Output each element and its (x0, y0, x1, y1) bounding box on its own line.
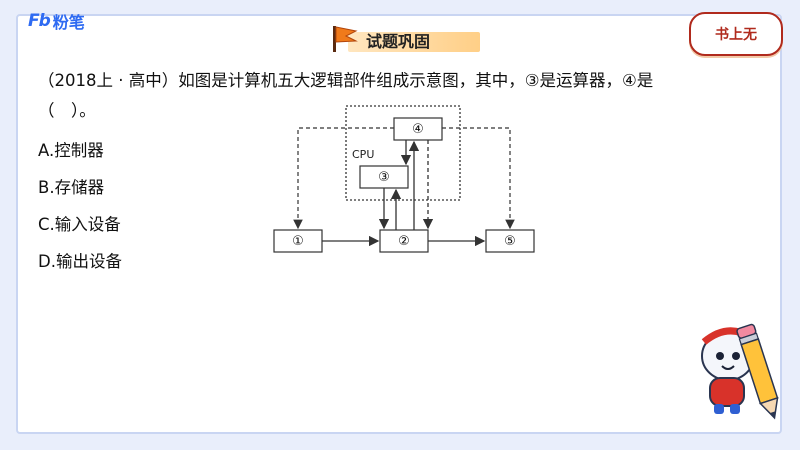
option-c[interactable]: C.输入设备 (38, 215, 121, 234)
control-line-4-to-5 (442, 127, 515, 230)
section-title: 试题巩固 (366, 32, 431, 51)
box-5 (485, 229, 535, 253)
content-frame (16, 14, 782, 434)
logo-text: 粉笔 (52, 13, 85, 32)
title-bar (348, 32, 480, 52)
option-b[interactable]: B.存储器 (38, 178, 105, 197)
section-title-banner: 试题巩固 (330, 22, 480, 52)
computer-components-diagram: CPU ④ ③ ① ② ⑤ (273, 105, 535, 253)
badge-stamp: 书上无 (689, 12, 783, 56)
question-line-2: （ ）。 (38, 101, 96, 120)
cpu-label: CPU (352, 148, 374, 161)
box-3-label: ③ (378, 170, 390, 185)
question-line-1: （2018上 · 高中）如图是计算机五大逻辑部件组成示意图，其中，③是运算器，④… (38, 71, 654, 90)
options-list: A.控制器 B.存储器 C.输入设备 D.输出设备 (38, 138, 122, 286)
box-4-label: ④ (412, 122, 424, 137)
logo-mark: Fb (28, 11, 51, 31)
option-a[interactable]: A.控制器 (38, 141, 104, 160)
box-1-label: ① (292, 234, 304, 249)
question-text: （2018上 · 高中）如图是计算机五大逻辑部件组成示意图，其中，③是运算器，④… (38, 66, 738, 126)
option-d[interactable]: D.输出设备 (38, 252, 122, 271)
flag-icon (333, 26, 358, 52)
box-4 (393, 117, 443, 141)
box-2-label: ② (398, 234, 410, 249)
pencil-mascot-illustration (701, 323, 779, 420)
box-5-label: ⑤ (504, 234, 516, 249)
brand-logo: Fb 粉笔 (28, 10, 85, 32)
cpu-boundary (345, 105, 461, 201)
control-line-4-to-1 (293, 127, 394, 230)
